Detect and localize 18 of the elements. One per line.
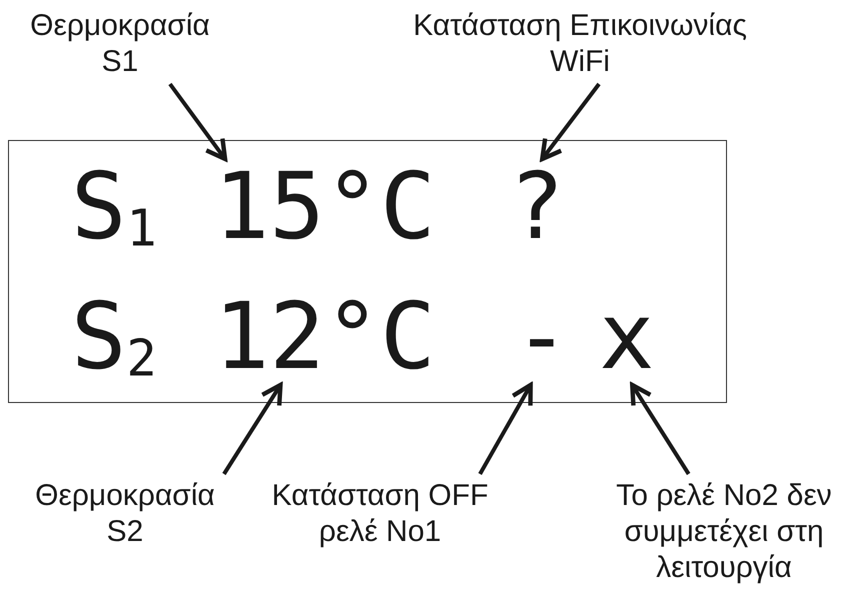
callout-label: Κατάσταση Επικοινωνίας WiFi <box>390 8 770 80</box>
arrow <box>168 82 228 162</box>
arrow <box>630 382 690 476</box>
callout-label: Θερμοκρασία S1 <box>20 8 220 80</box>
display-character: S$_{1}$ <box>71 161 157 254</box>
display-character: 15°C <box>214 161 436 253</box>
callout-label: Κατάσταση OFF ρελέ No1 <box>255 478 505 550</box>
display-character: x <box>599 291 654 383</box>
display-character: 12°C <box>214 291 436 383</box>
arrow <box>478 382 533 475</box>
callout-label: Θερμοκρασία S2 <box>15 478 235 550</box>
display-character: S$_{2}$ <box>71 291 157 384</box>
arrow <box>540 82 601 162</box>
arrow <box>222 382 283 476</box>
display-character: - <box>514 291 570 383</box>
display-character: ? <box>509 161 564 253</box>
callout-label: Το ρελέ No2 δεν συμμετέχει στη λειτουργία <box>588 478 860 586</box>
lcd-display-panel <box>8 140 727 403</box>
